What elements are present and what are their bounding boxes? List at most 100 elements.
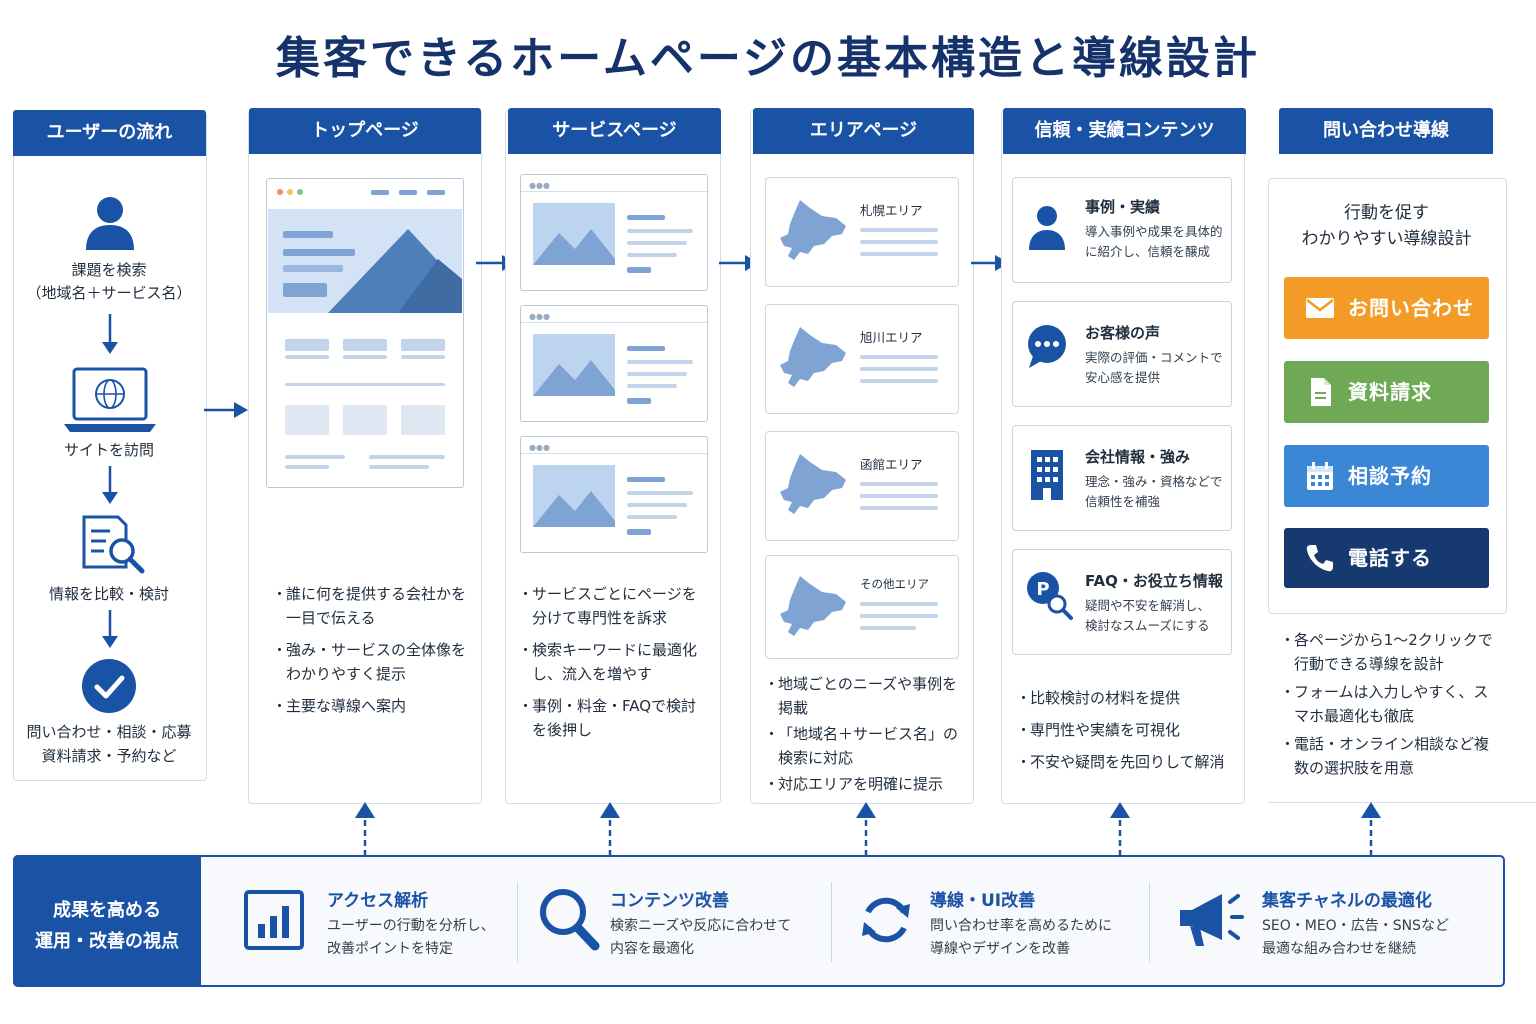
bullet-item: 事例・料金・FAQで検討を後押し bbox=[514, 694, 710, 742]
area-page-header: エリアページ bbox=[753, 108, 974, 154]
building-icon bbox=[1031, 450, 1063, 500]
consult-booking-button[interactable]: 相談予約 bbox=[1284, 445, 1489, 507]
trust-card-desc: 安心感を提供 bbox=[1085, 370, 1161, 385]
request-docs-button[interactable]: 資料請求 bbox=[1284, 361, 1489, 423]
top-page-bullets: 誰に何を提供する会社かを一目で伝える 強み・サービスの全体像をわかりやすく提示 … bbox=[268, 582, 468, 726]
improvement-item-desc: 導線やデザインを改善 bbox=[930, 941, 1070, 957]
contact-bottom-line bbox=[1268, 802, 1536, 803]
hokkaido-map-icon bbox=[780, 200, 846, 260]
call-button[interactable]: 電話する bbox=[1284, 528, 1489, 588]
service-mockup-2: ●●● bbox=[520, 305, 708, 422]
improvement-item-desc: 改善ポイントを特定 bbox=[327, 941, 453, 957]
area-label: 札幌エリア bbox=[860, 203, 923, 218]
document-icon bbox=[1311, 378, 1331, 406]
bar-chart-icon bbox=[244, 890, 304, 950]
improvement-section bbox=[13, 855, 1505, 987]
trust-card-title: 事例・実績 bbox=[1085, 198, 1161, 216]
area-label: 旭川エリア bbox=[860, 330, 923, 345]
trust-card-cases: 事例・実績 導入事例や成果を具体的 に紹介し、信頼を醸成 bbox=[1012, 177, 1232, 283]
service-page-bullets: サービスごとにページを分けて専門性を訴求 検索キーワードに最適化し、流入を増やす… bbox=[514, 582, 710, 750]
bullet-item: 強み・サービスの全体像をわかりやすく提示 bbox=[268, 638, 468, 686]
hokkaido-map-icon bbox=[780, 327, 846, 387]
arrow-right-icon bbox=[204, 402, 248, 418]
bullet-item: 対応エリアを明確に提示 bbox=[760, 772, 966, 796]
faq-search-icon: P bbox=[1027, 572, 1073, 620]
trust-bullets: 比較検討の材料を提供 専門性や実績を可視化 不安や疑問を先回りして解消 bbox=[1012, 686, 1236, 782]
arrow-up-dashed-icon bbox=[856, 802, 876, 856]
trust-card-desc: 理念・強み・資格などで bbox=[1085, 474, 1223, 489]
mail-icon bbox=[1306, 298, 1334, 318]
chat-bubble-icon bbox=[1028, 325, 1066, 368]
top-page-mockup bbox=[266, 178, 464, 488]
trust-card-voice: お客様の声 実際の評価・コメントで 安心感を提供 bbox=[1012, 301, 1232, 407]
contact-heading: わかりやすい導線設計 bbox=[1301, 229, 1472, 249]
improvement-item-desc: 内容を最適化 bbox=[610, 941, 694, 957]
area-card-asahikawa: 旭川エリア bbox=[765, 304, 959, 414]
trust-card-title: FAQ・お役立ち情報 bbox=[1085, 572, 1223, 590]
improvement-item-title: 集客チャネルの最適化 bbox=[1262, 891, 1432, 911]
area-card-other: その他エリア bbox=[765, 555, 959, 659]
trust-card-title: お客様の声 bbox=[1085, 324, 1161, 342]
call-button-label: 電話する bbox=[1348, 546, 1432, 570]
document-search-icon bbox=[82, 515, 145, 574]
magnifier-icon bbox=[540, 889, 600, 951]
flow-step-search-note: （地域名＋サービス名） bbox=[26, 284, 192, 302]
bullet-item: 比較検討の材料を提供 bbox=[1012, 686, 1236, 710]
arrow-up-dashed-icon bbox=[1110, 802, 1130, 856]
divider bbox=[831, 882, 832, 962]
improvement-item-title: アクセス解析 bbox=[327, 891, 429, 911]
trust-card-desc: 導入事例や成果を具体的 bbox=[1085, 224, 1223, 239]
trust-card-desc: 疑問や不安を解消し、 bbox=[1085, 598, 1211, 613]
arrow-up-dashed-icon bbox=[600, 802, 620, 856]
request-docs-button-label: 資料請求 bbox=[1348, 380, 1432, 404]
improvement-item-desc: 問い合わせ率を高めるために bbox=[930, 918, 1112, 934]
trust-card-title: 会社情報・強み bbox=[1085, 448, 1191, 466]
page-title: 集客できるホームページの基本構造と導線設計 bbox=[276, 33, 1260, 84]
trust-card-desc: 信頼性を補強 bbox=[1085, 494, 1161, 509]
area-card-hakodate: 函館エリア bbox=[765, 431, 959, 541]
trust-header: 信頼・実績コンテンツ bbox=[1003, 108, 1246, 154]
improvement-item-desc: SEO・MEO・広告・SNSなど bbox=[1262, 918, 1449, 934]
bullet-item: 不安や疑問を先回りして解消 bbox=[1012, 750, 1236, 774]
divider bbox=[1149, 882, 1150, 962]
flow-step-visit: サイトを訪問 bbox=[63, 441, 154, 459]
megaphone-icon bbox=[1180, 894, 1244, 946]
improvement-label: 運用・改善の視点 bbox=[35, 931, 179, 952]
bullet-item: 誰に何を提供する会社かを一目で伝える bbox=[268, 582, 468, 630]
service-page-header: サービスページ bbox=[508, 108, 721, 154]
inquiry-button[interactable]: お問い合わせ bbox=[1284, 277, 1489, 339]
improvement-item-desc: 最適な組み合わせを継続 bbox=[1262, 941, 1416, 957]
bullet-item: サービスごとにページを分けて専門性を訴求 bbox=[514, 582, 710, 630]
refresh-icon bbox=[862, 897, 910, 943]
area-page-bullets: 地域ごとのニーズや事例を掲載 「地域名＋サービス名」の検索に対応 対応エリアを明… bbox=[760, 672, 966, 798]
bullet-item: 各ページから1〜2クリックで行動できる導線を設計 bbox=[1276, 628, 1500, 676]
trust-card-desc: 実際の評価・コメントで bbox=[1085, 350, 1223, 365]
bullet-item: フォームは入力しやすく、スマホ最適化も徹底 bbox=[1276, 680, 1500, 728]
flow-step-contact: 問い合わせ・相談・応募 bbox=[26, 723, 192, 741]
arrow-up-dashed-icon bbox=[355, 802, 375, 856]
laptop-globe-icon bbox=[64, 367, 156, 432]
area-label: その他エリア bbox=[860, 577, 929, 591]
improvement-item-desc: 検索ニーズや反応に合わせて bbox=[610, 918, 792, 934]
trust-card-company: 会社情報・強み 理念・強み・資格などで 信頼性を補強 bbox=[1012, 425, 1232, 531]
person-icon bbox=[1029, 206, 1065, 250]
trust-card-desc: 検討なスムーズにする bbox=[1085, 618, 1210, 633]
hokkaido-map-icon bbox=[780, 576, 846, 636]
hokkaido-map-icon bbox=[780, 454, 846, 514]
area-card-sapporo: 札幌エリア bbox=[765, 177, 959, 287]
improvement-item-title: コンテンツ改善 bbox=[610, 891, 729, 911]
trust-card-faq: P FAQ・お役立ち情報 疑問や不安を解消し、 検討なスムーズにする bbox=[1012, 549, 1232, 655]
bullet-item: 電話・オンライン相談など複数の選択肢を用意 bbox=[1276, 732, 1500, 780]
contact-header: 問い合わせ導線 bbox=[1279, 108, 1493, 154]
arrow-down-icon bbox=[102, 610, 118, 648]
top-page-header: トップページ bbox=[249, 108, 481, 154]
arrow-down-icon bbox=[102, 314, 118, 354]
bullet-item: 「地域名＋サービス名」の検索に対応 bbox=[760, 722, 966, 770]
service-mockup-1: ●●● bbox=[520, 174, 708, 291]
improvement-item-title: 導線・UI改善 bbox=[930, 891, 1036, 911]
flow-step-search: 課題を検索 bbox=[71, 261, 147, 279]
inquiry-button-label: お問い合わせ bbox=[1348, 296, 1474, 320]
arrow-down-icon bbox=[102, 466, 118, 504]
person-icon bbox=[86, 197, 134, 250]
trust-card-desc: に紹介し、信頼を醸成 bbox=[1085, 244, 1211, 259]
